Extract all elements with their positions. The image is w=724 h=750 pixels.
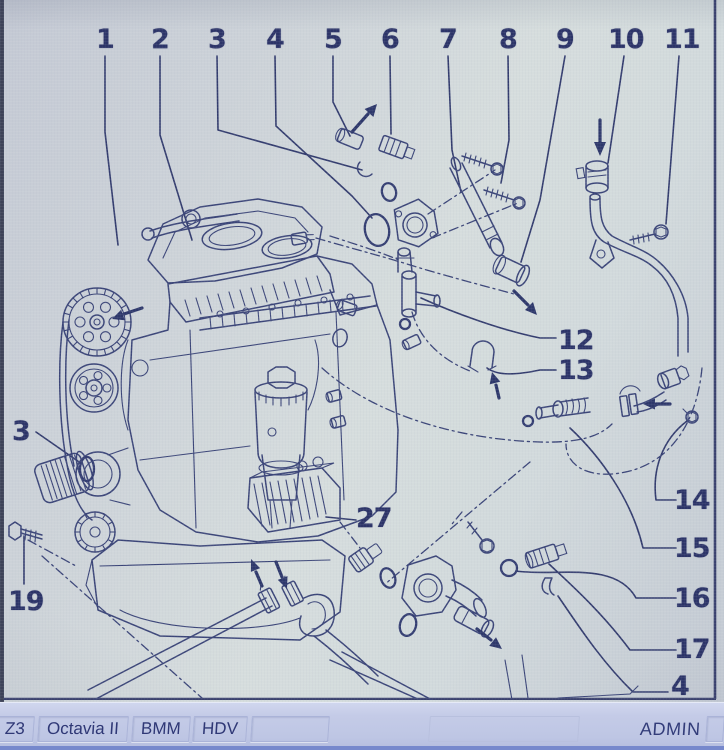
coolant-pipe-right	[575, 160, 689, 357]
bolts-8	[461, 152, 526, 210]
engine-block	[85, 198, 399, 641]
temp-sensor-17	[524, 543, 568, 569]
o-ring-4	[363, 213, 391, 247]
callout-16[interactable]: 16	[674, 583, 711, 614]
arrow-up-right	[350, 104, 377, 134]
pipe-clamp	[619, 385, 641, 418]
arrow-left-at-pulley	[112, 306, 144, 321]
seal-ring	[380, 181, 398, 203]
callout-12[interactable]: 12	[558, 325, 595, 356]
flange-bolt	[466, 521, 495, 554]
valve-6	[378, 134, 416, 160]
oil-filter-cooler	[247, 366, 397, 589]
callout-19[interactable]: 19	[8, 586, 45, 617]
callout-7[interactable]: 7	[439, 24, 458, 55]
coolant-flange	[393, 198, 439, 248]
arrow-up	[489, 372, 501, 400]
callout-17[interactable]: 17	[674, 634, 711, 665]
arrow-double-up	[250, 559, 264, 588]
callout-3-left[interactable]: 3	[12, 416, 31, 447]
leader-lines	[23, 55, 688, 693]
callout-27[interactable]: 27	[356, 503, 393, 534]
bolt-19	[8, 521, 43, 543]
status-field-vehicle: Octavia II	[36, 716, 129, 742]
callout-1[interactable]: 1	[96, 24, 115, 55]
status-field-model-code: Z3	[0, 716, 35, 742]
arrow-down	[594, 118, 606, 156]
callout-9[interactable]: 9	[556, 24, 575, 55]
o-ring-3	[78, 455, 96, 483]
retaining-clip	[541, 577, 555, 596]
arrow-left	[643, 398, 672, 410]
callout-10[interactable]: 10	[608, 24, 645, 55]
diagram-frame	[0, 0, 717, 700]
water-pump-assembly	[8, 447, 131, 543]
screen-left-edge	[0, 0, 4, 702]
thermostat-parts	[398, 521, 568, 638]
callout-4-bottom[interactable]: 4	[671, 671, 690, 702]
small-ring	[398, 317, 412, 331]
arrow-down-right	[512, 289, 537, 315]
hose-assembly-right	[521, 365, 699, 428]
direction-arrows	[112, 104, 672, 649]
callout-6[interactable]: 6	[381, 24, 400, 55]
status-field-gearbox-code: HDV	[192, 716, 249, 742]
exploded-parts-top	[325, 127, 531, 429]
callout-2[interactable]: 2	[151, 24, 170, 55]
status-field-engine-code: BMM	[130, 716, 191, 742]
callout-11[interactable]: 11	[664, 24, 701, 55]
callout-5[interactable]: 5	[324, 24, 343, 55]
sensor-o-ring-16	[499, 558, 519, 578]
arrow-stub-out	[475, 627, 502, 649]
callout-3[interactable]: 3	[208, 24, 227, 55]
bottom-pipes	[87, 575, 639, 700]
status-field-empty-1	[250, 716, 331, 742]
status-field-empty-2	[428, 716, 581, 742]
stub-pipe	[453, 605, 495, 638]
parts-diagram[interactable]	[0, 0, 724, 700]
pipe-connector-9	[492, 254, 531, 287]
callout-14[interactable]: 14	[674, 485, 711, 516]
bolt-14	[682, 408, 699, 424]
coolant-pipe-7	[449, 156, 505, 257]
bolt-11	[629, 224, 669, 245]
connecting-hose-15	[521, 397, 591, 428]
retaining-clip-3	[356, 161, 373, 178]
status-field-empty-3	[705, 716, 724, 742]
o-ring-27	[379, 567, 397, 589]
timing-gears	[58, 287, 132, 553]
t-connector-12	[395, 247, 497, 373]
hose-clamp-13	[467, 340, 497, 373]
oil-cooler-plug	[348, 543, 383, 573]
hose-stub-5	[335, 127, 364, 150]
status-bar: Z3 Octavia II BMM HDV ADMIN	[0, 702, 724, 750]
callout-15[interactable]: 15	[674, 533, 711, 564]
o-ring	[398, 613, 418, 637]
status-user: ADMIN	[638, 718, 701, 739]
assembly-axis-lines	[27, 169, 703, 699]
arrow-double-down	[274, 560, 288, 589]
engine-exploded-diagram	[0, 0, 717, 700]
callout-13[interactable]: 13	[558, 355, 595, 386]
callout-4[interactable]: 4	[266, 24, 285, 55]
callout-8[interactable]: 8	[499, 24, 518, 55]
hose-connector-10	[575, 160, 609, 194]
